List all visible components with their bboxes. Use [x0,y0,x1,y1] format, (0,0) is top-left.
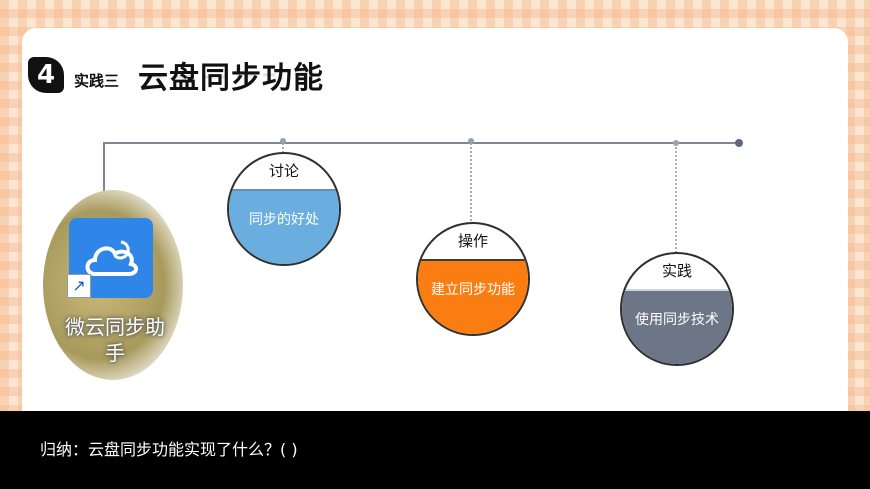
summary-question: 归纳：云盘同步功能实现了什么？( ) [40,440,298,459]
section-number-badge: 4 [28,57,64,93]
weiyun-cloud-icon [69,218,153,298]
node-operate[interactable]: 操作 建立同步功能 [416,222,530,336]
node-discuss-text: 同步的好处 [249,212,319,229]
practice-label: 实践三 [74,72,120,90]
shortcut-arrow-icon: ↗ [67,274,91,298]
node-discuss[interactable]: 讨论 同步的好处 [227,152,341,266]
node-operate-title: 操作 [457,232,488,250]
node-operate-text: 建立同步功能 [431,282,515,299]
timeline-dot [468,138,474,144]
timeline-dot [673,140,679,146]
footer-bar [0,411,870,489]
node-discuss-title: 讨论 [268,162,299,180]
timeline-end-dot [735,139,743,147]
node-practice[interactable]: 实践 使用同步技术 [620,252,734,366]
node-practice-title: 实践 [661,262,692,280]
timeline-dot [280,138,286,144]
app-name-label: 微云同步助手 [65,315,165,365]
node-practice-text: 使用同步技术 [635,312,719,329]
app-shortcut[interactable]: ↗ 微云同步助手 [43,190,183,380]
page-title: 云盘同步功能 [138,61,324,96]
